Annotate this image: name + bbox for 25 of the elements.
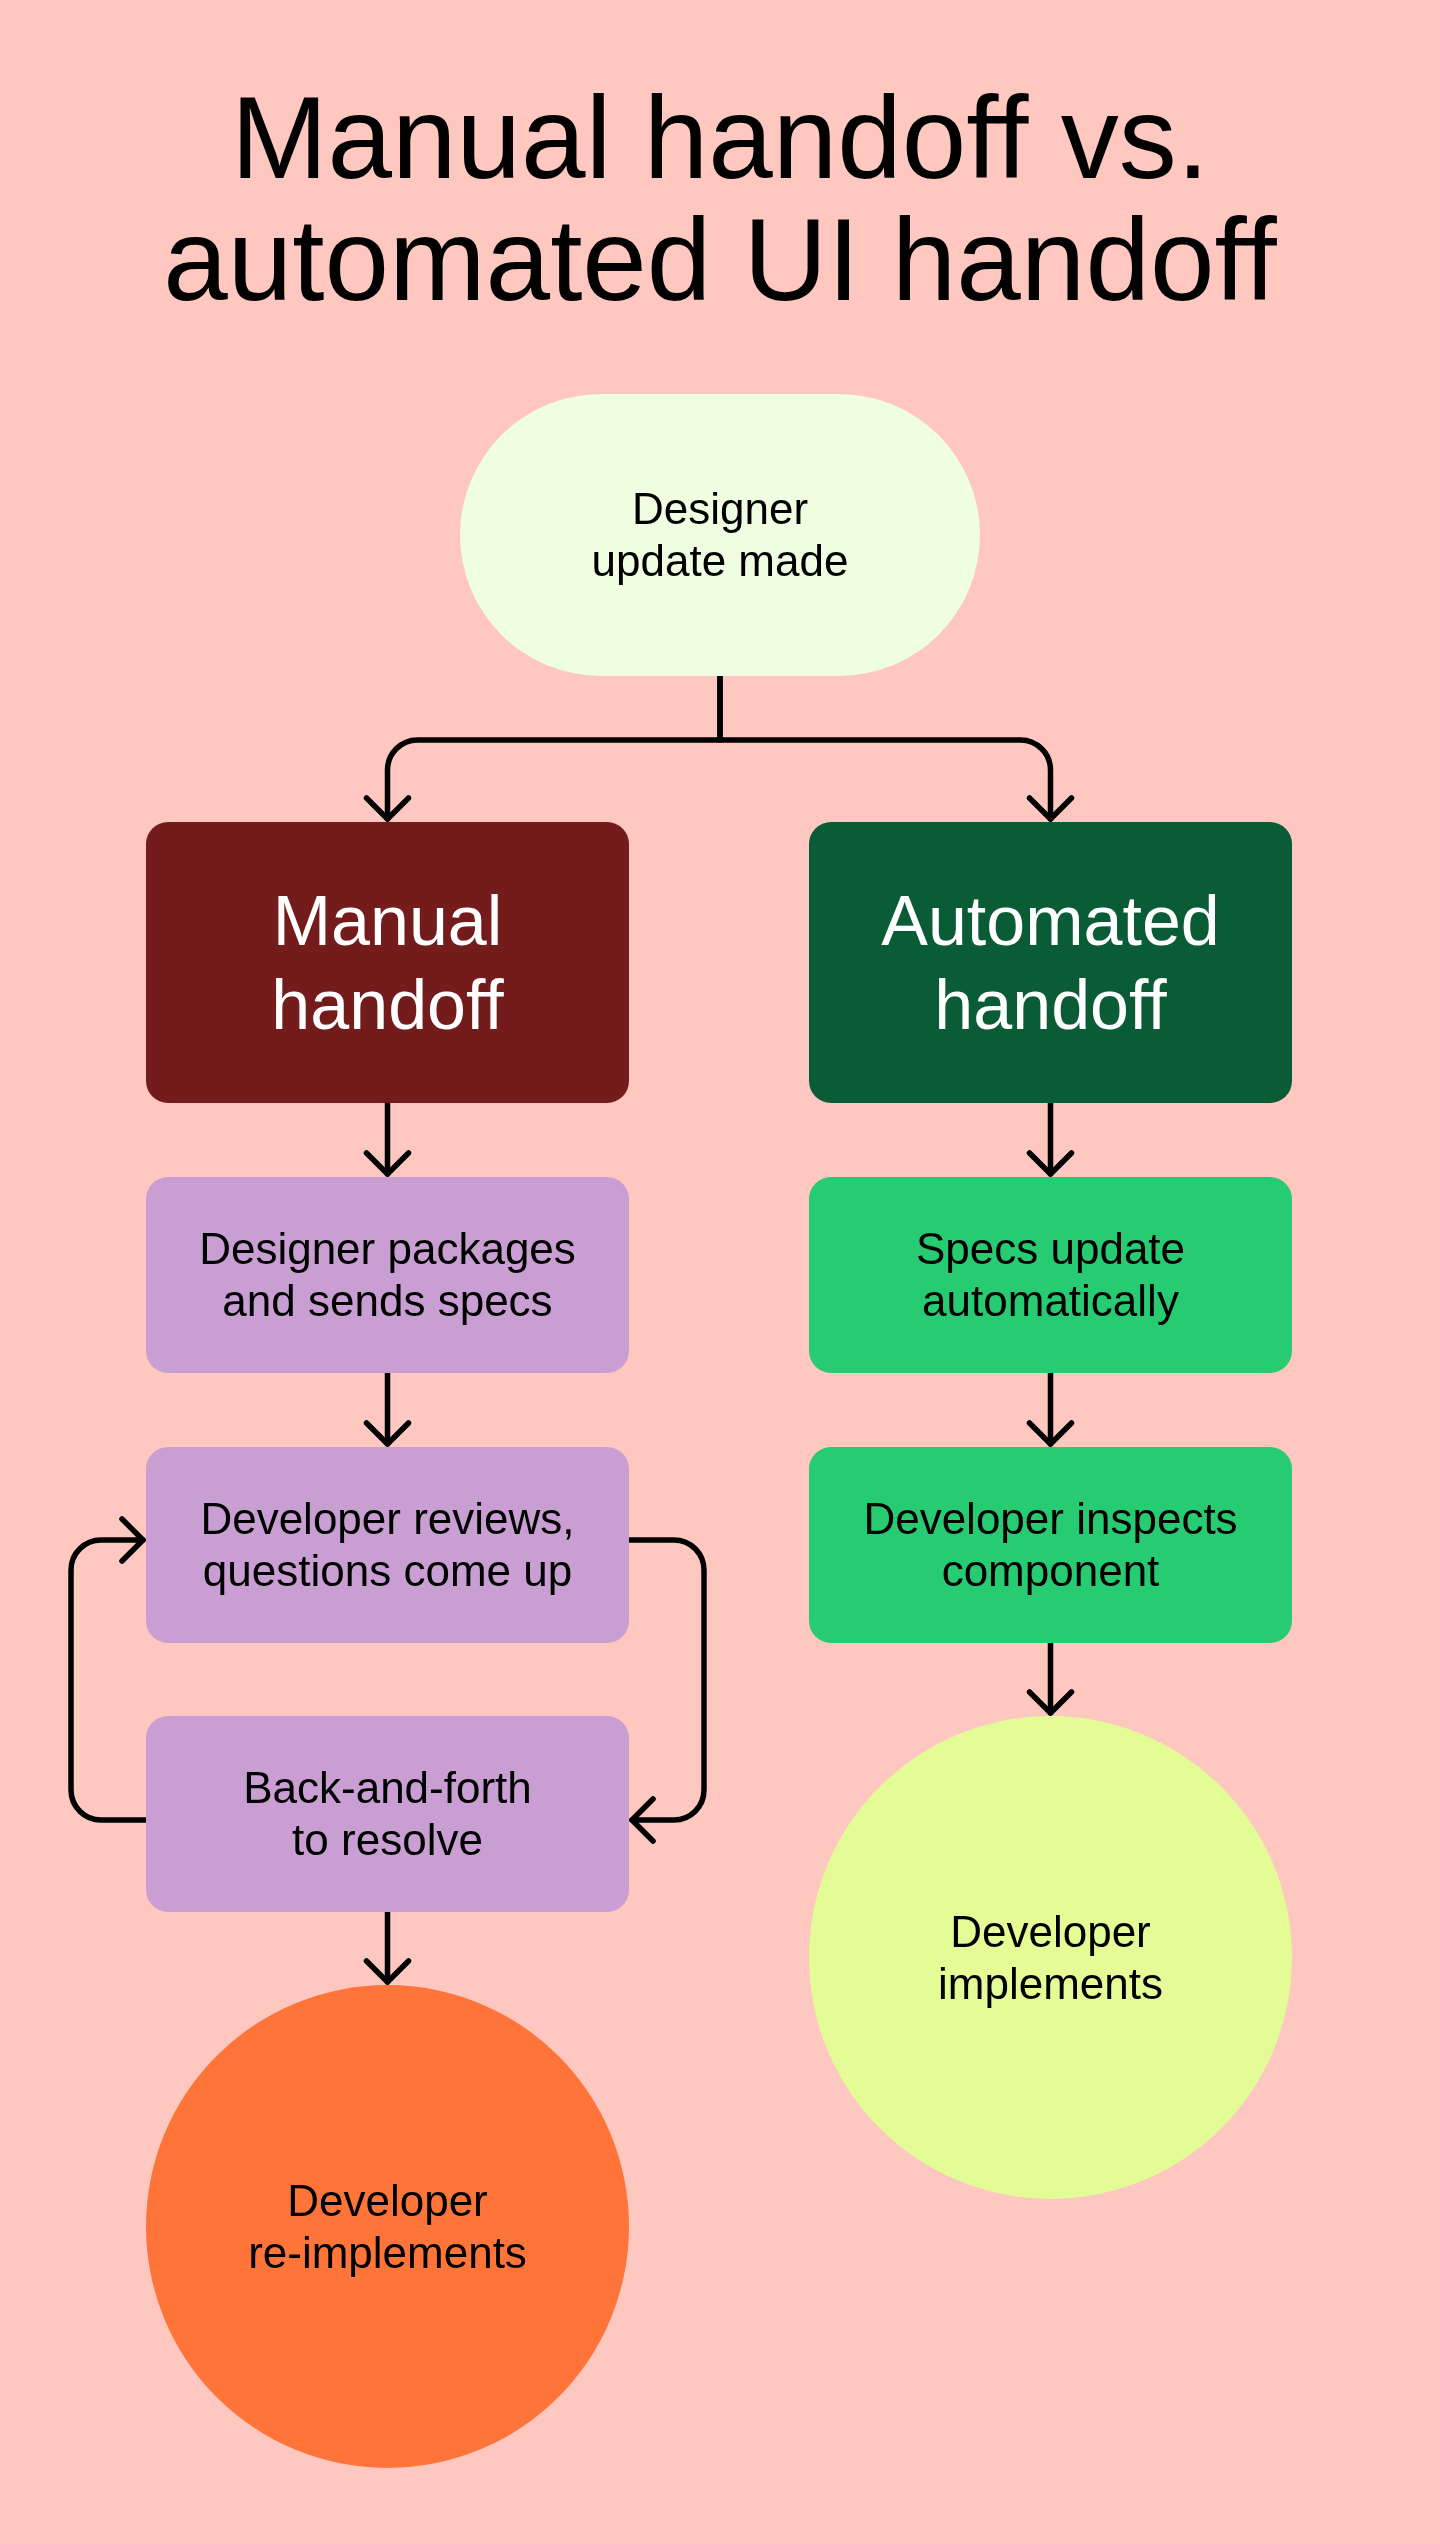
branch-title: Automated handoff	[880, 880, 1221, 1046]
arrow	[717, 673, 1075, 822]
branch-title: Manual handoff	[270, 880, 505, 1046]
title: Manual handoff vs. automated UI handoff	[162, 77, 1278, 321]
branch-header	[146, 822, 629, 1103]
process-box	[146, 1716, 629, 1912]
arrow	[363, 1370, 412, 1447]
process-box	[146, 1447, 629, 1643]
arrow	[1026, 1370, 1075, 1447]
step-label: Back-and-forth to resolve	[242, 1762, 533, 1866]
step-label: Developer reviews, questions come up	[199, 1493, 576, 1597]
process-box	[809, 1447, 1292, 1643]
step-label: Designer packages and sends specs	[198, 1223, 577, 1327]
step-label: Developer inspects component	[862, 1493, 1239, 1597]
arrow	[1026, 1100, 1075, 1177]
arrow	[363, 1100, 412, 1177]
step-label: Developer re-implements	[247, 2174, 528, 2279]
arrow	[1026, 1640, 1075, 1716]
step-label: Designer update made	[590, 483, 850, 587]
branch-header	[809, 822, 1292, 1103]
process-box	[146, 1177, 629, 1373]
step-label: Developer implements	[937, 1905, 1164, 2010]
step-label: Specs update automatically	[914, 1223, 1187, 1327]
arrow	[363, 1909, 412, 1985]
process-box	[809, 1177, 1292, 1373]
